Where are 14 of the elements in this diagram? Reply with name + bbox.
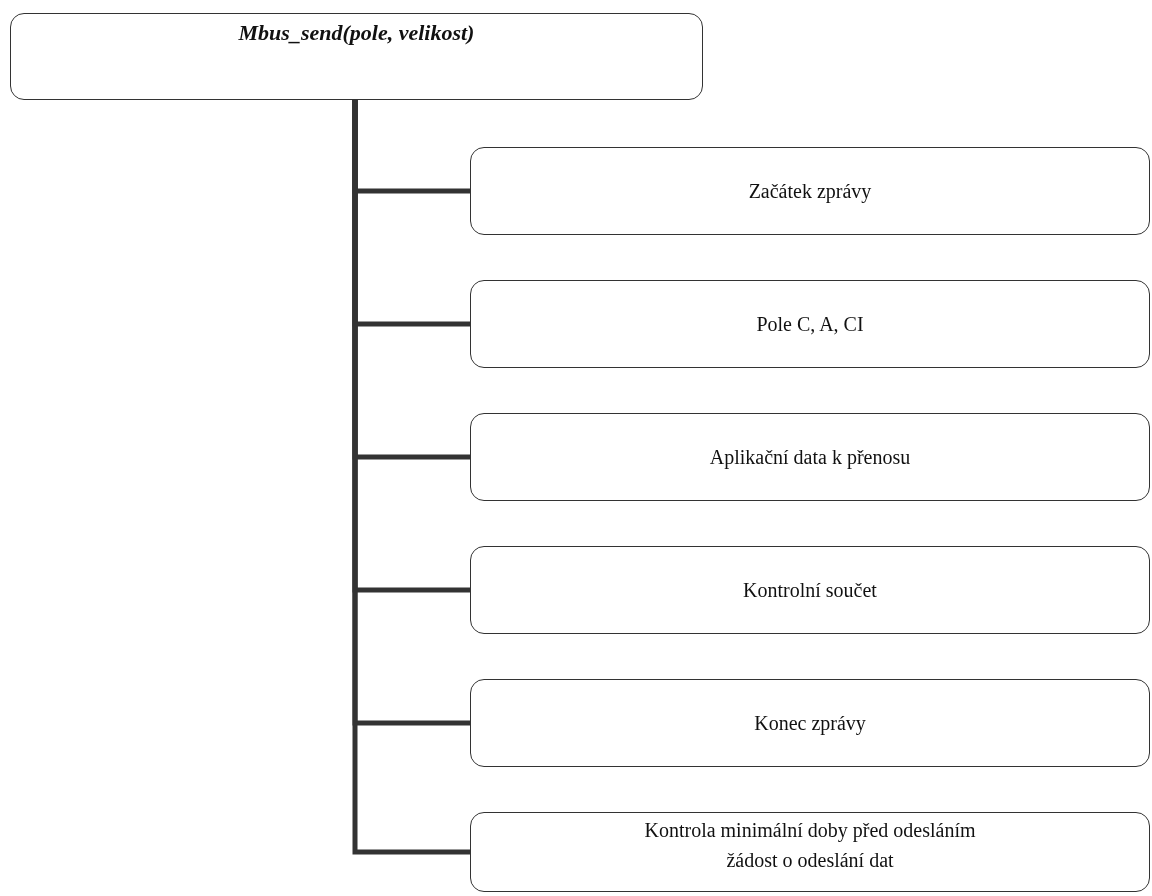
step-label: Kontrola minimální doby před odesláním žádost o odeslání dat <box>643 818 977 873</box>
step-box <box>470 546 1150 634</box>
step-label: Konec zprávy <box>753 711 867 735</box>
step-label: Začátek zprávy <box>747 179 873 203</box>
step-label: Pole C, A, CI <box>755 312 865 336</box>
step-box <box>470 147 1150 235</box>
step-box <box>470 413 1150 501</box>
function-box <box>10 13 703 100</box>
step-box <box>470 812 1150 892</box>
step-label: Aplikační data k přenosu <box>708 445 912 469</box>
step-box <box>470 679 1150 767</box>
step-box <box>470 280 1150 368</box>
step-label: Kontrolní součet <box>742 578 878 602</box>
function-name: Mbus_send(pole, velikost) <box>237 20 476 46</box>
